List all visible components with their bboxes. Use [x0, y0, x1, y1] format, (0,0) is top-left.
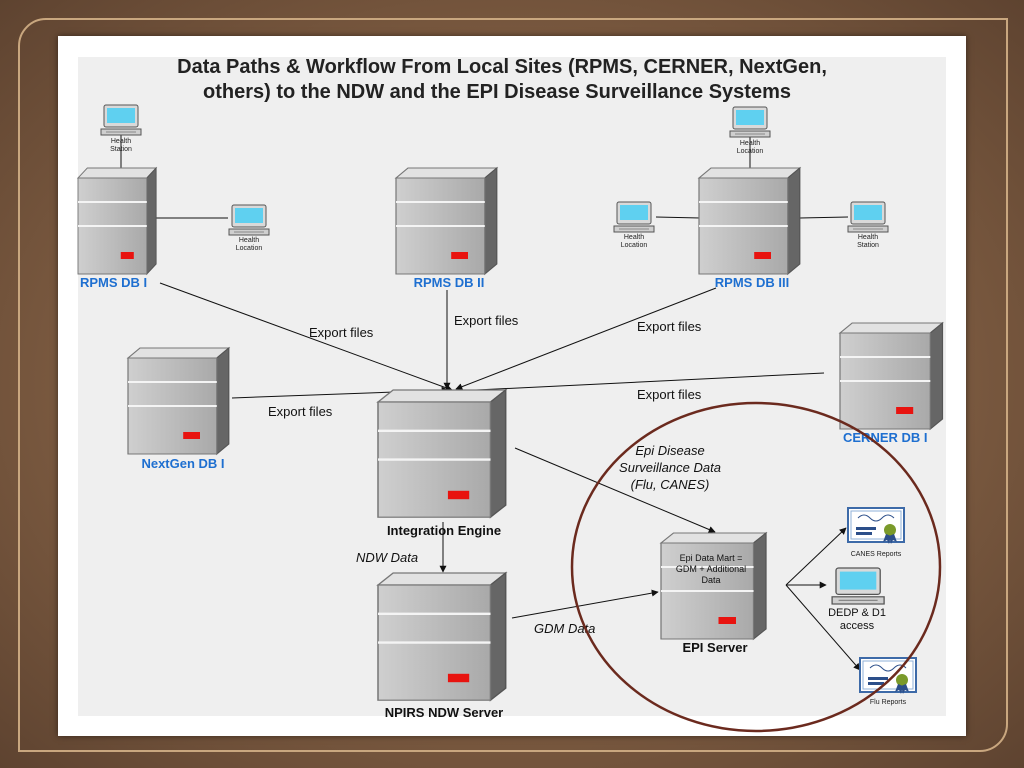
computer-icon — [831, 567, 885, 605]
server-label: NPIRS NDW Server — [385, 705, 503, 720]
server-npirs-ndw: NPIRS NDW Server — [376, 571, 508, 720]
workstation-health-station-3: Health Station — [847, 201, 889, 249]
server-rpms-db-3: RPMS DB III — [697, 166, 801, 290]
svg-text:Station: Station — [110, 146, 132, 153]
workstation-health-location-top: Health Location — [729, 106, 771, 155]
computer-icon — [847, 201, 889, 233]
server-rpms-db-2: RPMS DB II — [394, 166, 499, 290]
svg-text:Health: Health — [624, 234, 644, 241]
computer-icon — [729, 106, 771, 138]
edge-label-cerner: Export files — [637, 387, 702, 402]
arrow-cerner-integration — [455, 372, 825, 395]
svg-text:Location: Location — [621, 242, 648, 249]
certificate-icon — [859, 657, 917, 695]
arrow-epi-canes — [785, 527, 847, 586]
computer-icon — [613, 201, 655, 233]
edge-label-epi-2: Surveillance Data — [619, 460, 721, 475]
link-rpms3-hs3 — [799, 216, 849, 219]
server-label: Integration Engine — [387, 523, 501, 538]
arrow-integration-epi — [514, 447, 716, 533]
svg-text:DEDP & D1: DEDP & D1 — [828, 607, 886, 619]
computer-icon — [100, 104, 142, 136]
svg-text:Flu Reports: Flu Reports — [870, 699, 907, 706]
edge-label-rpms3: Export files — [637, 319, 702, 334]
epi-mart-line-1: Epi Data Mart = — [680, 553, 743, 563]
edge-label-ndw: NDW Data — [356, 550, 418, 565]
svg-text:Health: Health — [740, 140, 760, 147]
server-label: NextGen DB I — [141, 456, 224, 471]
workstation-health-station-1: Health Station — [100, 104, 142, 153]
computer-icon — [228, 204, 270, 236]
svg-text:Health: Health — [111, 138, 131, 145]
edge-label-gdm: GDM Data — [534, 621, 595, 636]
output-dedp-access: DEDP & D1 access — [828, 567, 886, 632]
svg-text:Location: Location — [236, 245, 263, 252]
svg-text:Station: Station — [857, 242, 879, 249]
server-rpms-db-1: RPMS DB I — [77, 167, 158, 290]
link-hl3-rpms3 — [655, 216, 701, 219]
edge-label-epi-1: Epi Disease — [635, 443, 704, 458]
server-label: RPMS DB III — [715, 275, 789, 290]
svg-text:Health: Health — [239, 237, 259, 244]
edge-label-epi-3: (Flu, CANES) — [631, 477, 710, 492]
arrow-npirs-epi — [511, 589, 659, 619]
epi-highlight-ellipse — [570, 401, 942, 733]
edge-label-nextgen: Export files — [268, 404, 333, 419]
title-line-1: Data Paths & Workflow From Local Sites (… — [177, 56, 827, 78]
workstation-health-location-1: Health Location — [228, 204, 270, 252]
edge-label-rpms2: Export files — [454, 313, 519, 328]
server-integration-engine: Integration Engine — [376, 388, 508, 538]
arrow-epi-flu — [785, 584, 861, 671]
server-label: RPMS DB II — [414, 275, 485, 290]
svg-text:Health: Health — [858, 234, 878, 241]
arrow-rpms1-integration — [159, 282, 453, 392]
epi-mart-line-2: GDM + Additional — [676, 564, 746, 574]
workstation-health-location-3: Health Location — [613, 201, 655, 249]
server-cerner-db-1: CERNER DB I — [838, 321, 944, 445]
server-label: CERNER DB I — [843, 430, 928, 445]
server-nextgen-db-1: NextGen DB I — [126, 346, 231, 471]
edge-label-rpms1: Export files — [309, 325, 374, 340]
svg-text:Location: Location — [737, 148, 764, 155]
output-flu-reports: Flu Reports — [859, 657, 917, 706]
svg-text:CANES Reports: CANES Reports — [851, 551, 902, 558]
certificate-icon — [847, 507, 905, 545]
arrow-rpms3-integration — [455, 287, 717, 390]
decorative-border — [18, 18, 1008, 752]
server-label: RPMS DB I — [80, 275, 147, 290]
svg-text:access: access — [840, 620, 875, 632]
epi-mart-line-3: Data — [701, 575, 720, 585]
connections — [120, 134, 861, 671]
server-label: EPI Server — [682, 640, 747, 655]
output-canes-reports: CANES Reports — [847, 507, 905, 558]
server-epi: Epi Data Mart = GDM + Additional Data EP… — [659, 531, 768, 655]
title-line-2: others) to the NDW and the EPI Disease S… — [203, 81, 791, 103]
